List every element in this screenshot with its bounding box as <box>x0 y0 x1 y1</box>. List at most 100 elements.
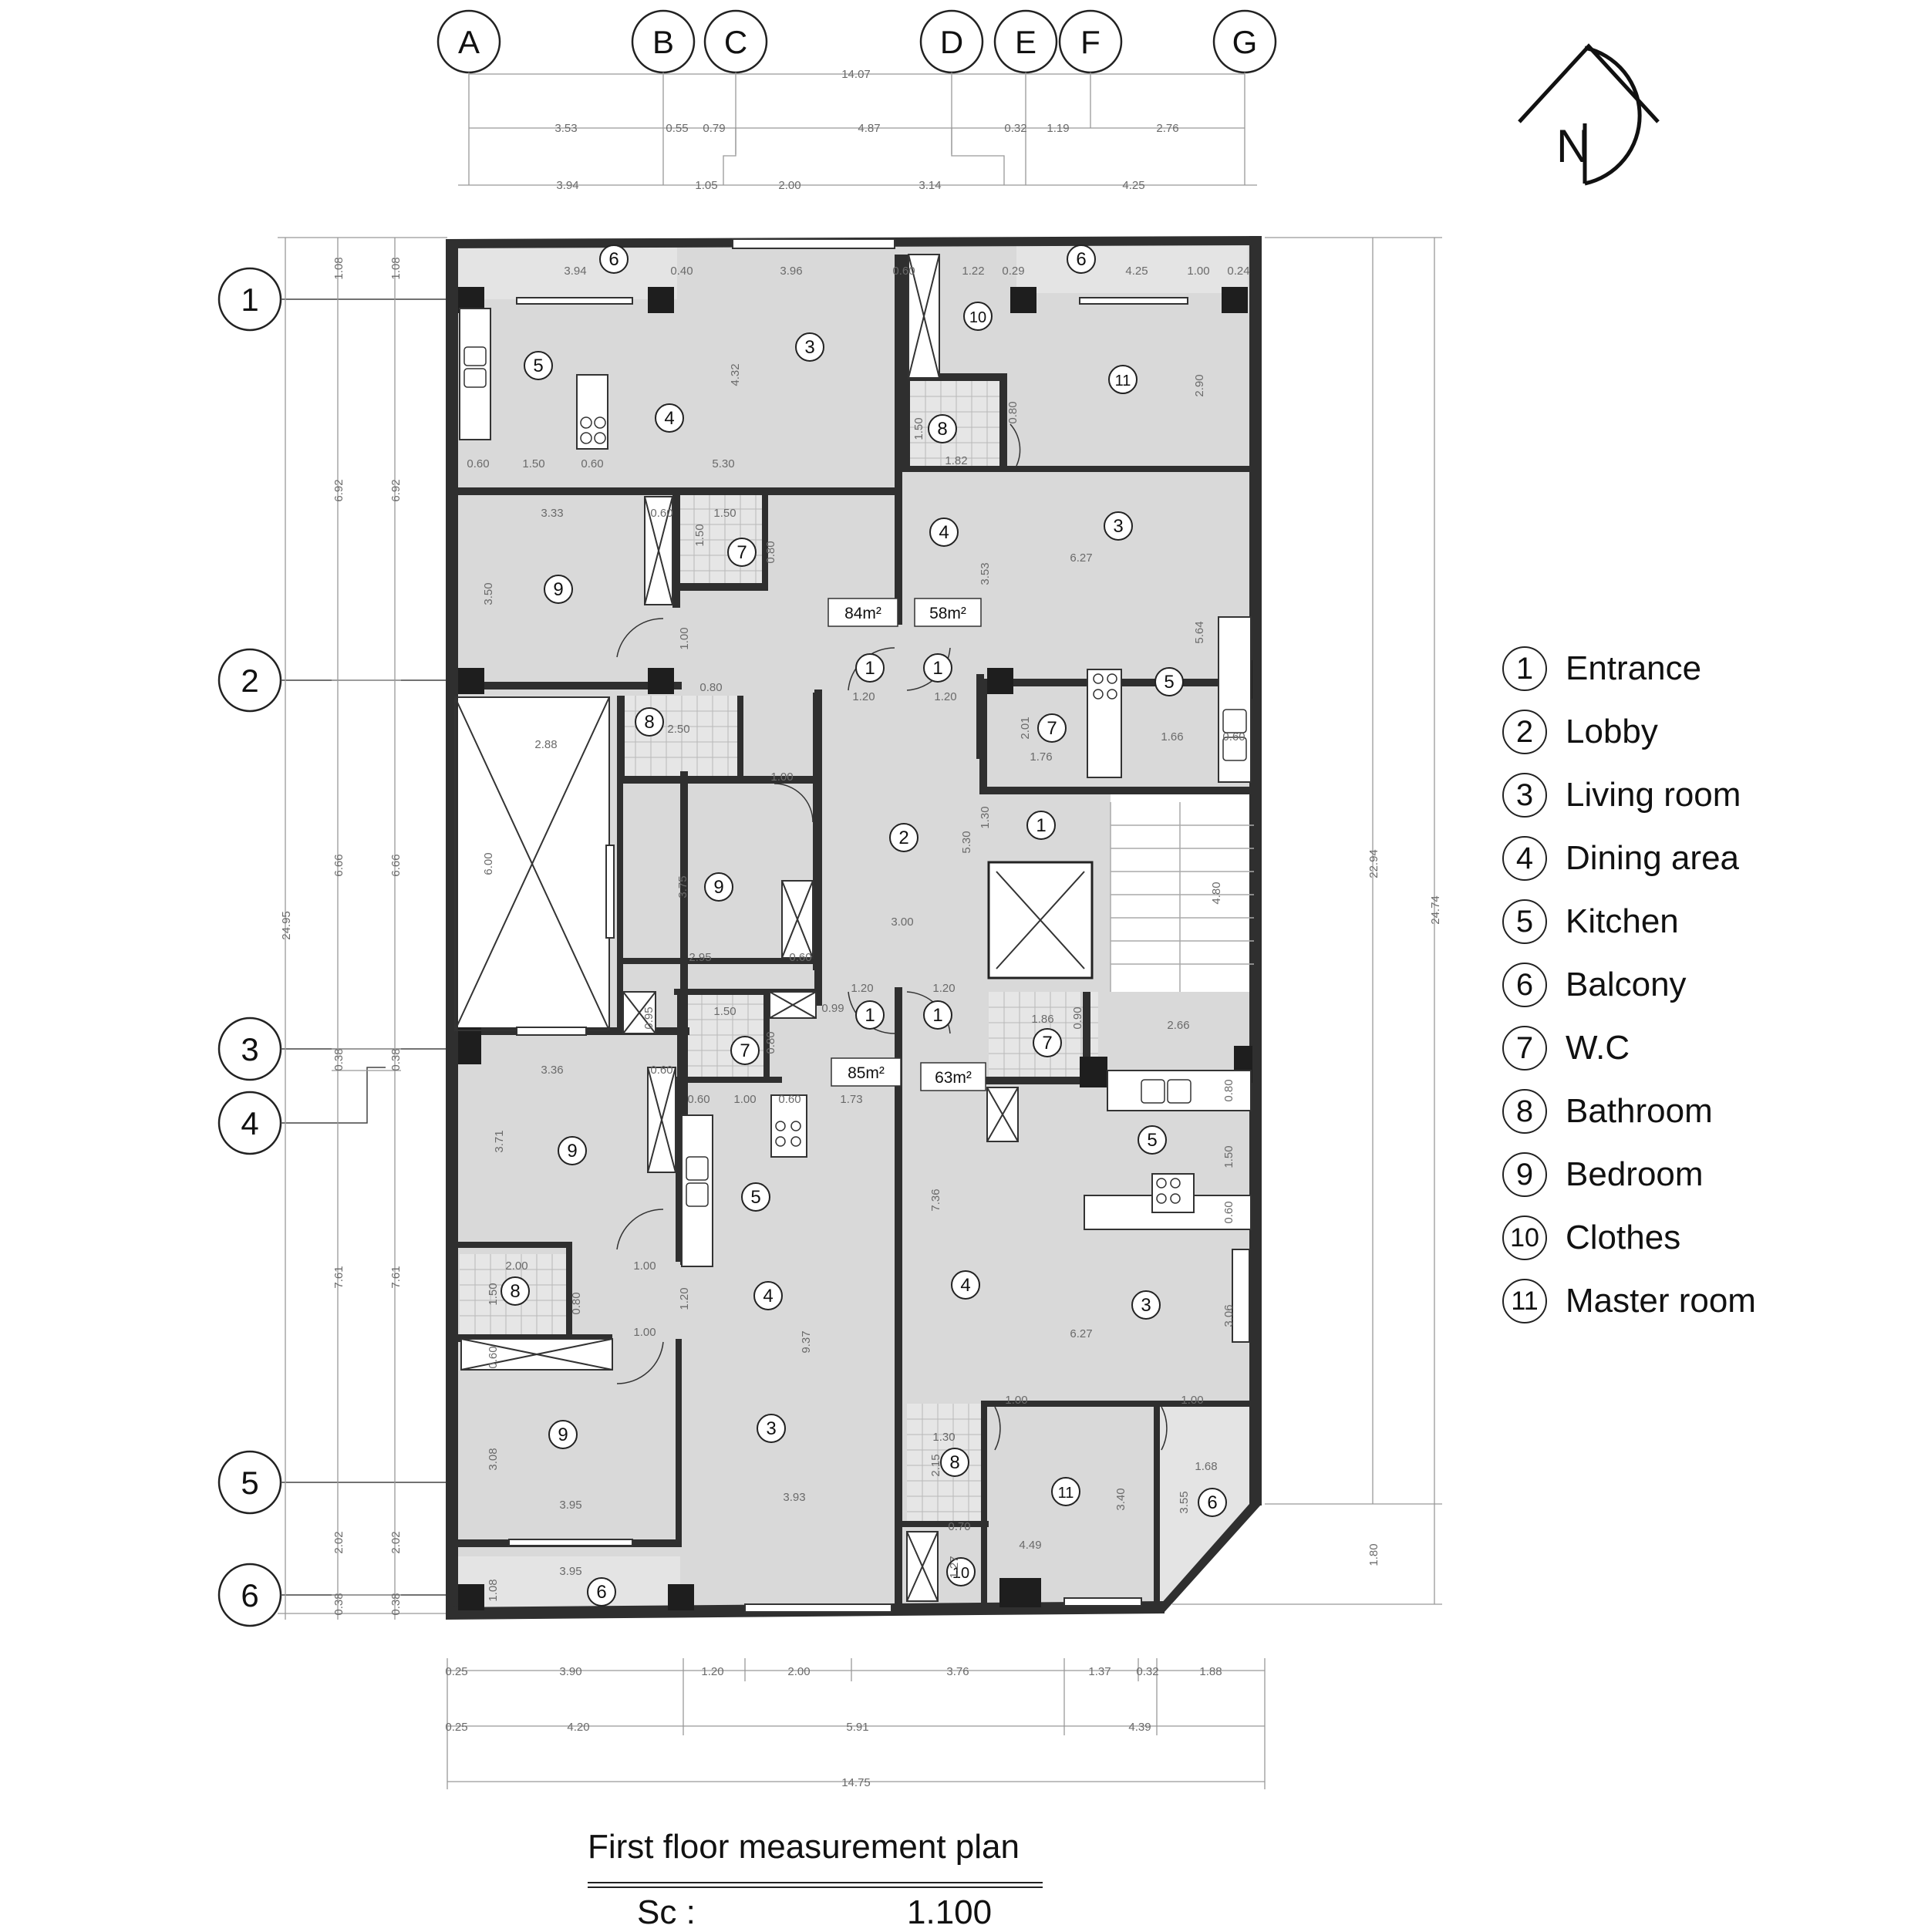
axis-label: F <box>1080 24 1101 60</box>
svg-text:1.50: 1.50 <box>912 417 925 440</box>
axis-label: 2 <box>241 663 258 699</box>
svg-text:11: 11 <box>1115 373 1131 389</box>
svg-text:7.36: 7.36 <box>929 1189 942 1211</box>
sink-icon <box>463 346 1247 1207</box>
svg-text:1.30: 1.30 <box>979 806 992 828</box>
svg-text:3.95: 3.95 <box>559 1499 581 1512</box>
legend-number-badge: 8 <box>1502 1089 1547 1134</box>
stove-icon <box>580 416 1181 1204</box>
svg-text:5: 5 <box>533 356 543 376</box>
dim-label: 24.95 <box>280 911 293 940</box>
svg-text:2.88: 2.88 <box>534 738 557 751</box>
legend-number-badge: 2 <box>1502 710 1547 754</box>
svg-text:7: 7 <box>1042 1033 1052 1054</box>
plan-title: First floor measurement plan <box>588 1828 1020 1866</box>
svg-text:3.53: 3.53 <box>979 562 992 585</box>
legend-number: 7 <box>1515 1030 1534 1065</box>
svg-text:1.50: 1.50 <box>713 507 736 520</box>
svg-text:5: 5 <box>1164 672 1174 693</box>
axis-label: 1 <box>241 282 258 318</box>
svg-text:0.60: 0.60 <box>467 457 489 470</box>
svg-text:0.80: 0.80 <box>699 681 722 694</box>
dim-label: 2.02 <box>389 1531 403 1553</box>
dim-label: 3.53 <box>554 122 577 135</box>
svg-text:3: 3 <box>804 337 814 358</box>
svg-text:4.80: 4.80 <box>1210 882 1223 904</box>
svg-text:6.27: 6.27 <box>1070 1327 1092 1340</box>
svg-text:0.29: 0.29 <box>1002 265 1024 278</box>
svg-text:0.60: 0.60 <box>487 1346 500 1368</box>
wardrobes <box>460 254 1019 1602</box>
legend-label: Bedroom <box>1566 1155 1704 1193</box>
svg-text:5: 5 <box>1147 1130 1157 1151</box>
legend-number-badge: 4 <box>1502 836 1547 881</box>
legend-label: Balcony <box>1566 966 1687 1003</box>
svg-text:1: 1 <box>932 1005 942 1026</box>
scale-value: 1.100 <box>907 1893 993 1931</box>
legend-number-badge: 10 <box>1502 1216 1547 1260</box>
svg-text:1: 1 <box>1036 815 1046 836</box>
svg-text:1.20: 1.20 <box>851 982 873 995</box>
svg-text:0.60: 0.60 <box>789 951 811 964</box>
svg-text:1: 1 <box>932 658 942 679</box>
dim-label: 5.91 <box>846 1721 868 1734</box>
svg-text:0.60: 0.60 <box>778 1093 801 1106</box>
svg-text:0.60: 0.60 <box>581 457 603 470</box>
legend-label: Master room <box>1566 1282 1756 1320</box>
svg-text:1.73: 1.73 <box>840 1093 862 1106</box>
dim-label: 0.38 <box>389 1048 403 1071</box>
svg-text:1.76: 1.76 <box>1030 750 1052 764</box>
dim-label: 2.00 <box>787 1665 810 1678</box>
svg-text:5.64: 5.64 <box>1193 621 1206 643</box>
legend-number-badge: 5 <box>1502 899 1547 944</box>
axis-label: G <box>1232 24 1258 60</box>
svg-text:1.00: 1.00 <box>633 1326 656 1339</box>
dim-label: 3.14 <box>918 179 941 192</box>
svg-text:3.94: 3.94 <box>564 265 586 278</box>
bottom-dimension-lines <box>447 1658 1266 1789</box>
left-dimension-lines <box>278 237 447 1620</box>
svg-text:3.08: 3.08 <box>487 1448 500 1470</box>
svg-text:0.60: 0.60 <box>650 1064 672 1077</box>
svg-text:3.75: 3.75 <box>676 875 689 898</box>
elevator-cross <box>996 871 1085 969</box>
dim-label: 2.02 <box>332 1531 345 1553</box>
svg-text:1.50: 1.50 <box>693 524 706 546</box>
north-label: N <box>1556 120 1589 172</box>
legend-number: 3 <box>1515 777 1534 812</box>
dim-label: 1.80 <box>1367 1543 1380 1566</box>
svg-text:1.20: 1.20 <box>932 982 955 995</box>
svg-text:7: 7 <box>736 542 747 563</box>
legend-label: Lobby <box>1566 713 1658 750</box>
svg-text:1.20: 1.20 <box>852 690 875 703</box>
dim-label: 0.25 <box>445 1721 467 1734</box>
svg-text:3.06: 3.06 <box>1222 1304 1235 1327</box>
svg-text:4: 4 <box>763 1286 773 1307</box>
dim-label: 1.20 <box>701 1665 723 1678</box>
svg-text:1.00: 1.00 <box>678 627 691 649</box>
dim-label: 0.38 <box>332 1048 345 1071</box>
svg-text:2.90: 2.90 <box>1193 374 1206 396</box>
svg-text:0.80: 0.80 <box>1222 1079 1235 1101</box>
legend-number-badge: 7 <box>1502 1026 1547 1071</box>
svg-text:6: 6 <box>608 249 619 270</box>
svg-text:3.40: 3.40 <box>1114 1488 1127 1510</box>
svg-text:0.80: 0.80 <box>1006 401 1020 423</box>
svg-text:3.95: 3.95 <box>559 1565 581 1578</box>
dim-label: 22.94 <box>1367 849 1380 878</box>
svg-text:1: 1 <box>865 1005 875 1026</box>
svg-text:1.00: 1.00 <box>633 1259 656 1273</box>
legend-number-badge: 9 <box>1502 1152 1547 1197</box>
svg-text:3.33: 3.33 <box>541 507 563 520</box>
legend-number-badge: 11 <box>1502 1279 1547 1323</box>
svg-text:3: 3 <box>1141 1295 1151 1316</box>
top-dimension-lines <box>458 72 1257 186</box>
dim-label: 6.66 <box>389 854 403 876</box>
axis-label: C <box>724 24 747 60</box>
svg-text:1: 1 <box>865 658 875 679</box>
legend-label: Dining area <box>1566 839 1740 877</box>
